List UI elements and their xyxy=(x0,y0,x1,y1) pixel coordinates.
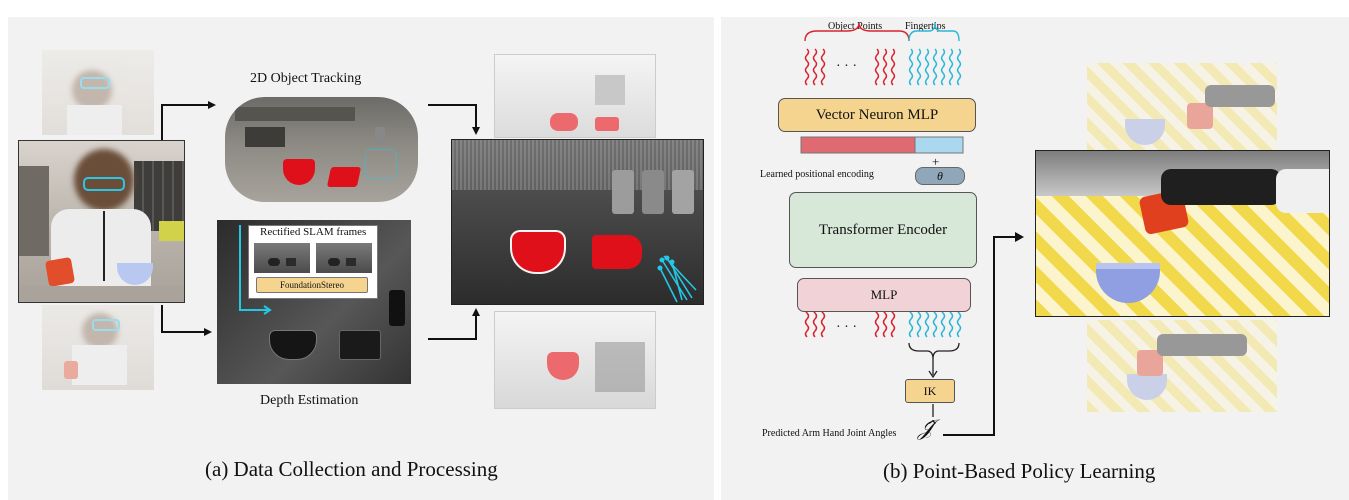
input-fingertip-token xyxy=(940,48,946,86)
fingertip-trajectory-main xyxy=(657,255,697,303)
robot-photo-top xyxy=(1087,63,1277,155)
vector-neuron-mlp-block: Vector Neuron MLP xyxy=(778,98,976,132)
input-object-point-token xyxy=(804,48,810,86)
input-object-point-token xyxy=(882,48,888,86)
foundation-stereo-label: FoundationStereo xyxy=(280,280,344,290)
human-demo-photo-main xyxy=(18,140,185,303)
input-object-point-token xyxy=(890,48,896,86)
input-fingertip-token xyxy=(956,48,962,86)
point-cloud-main xyxy=(451,139,704,305)
ik-block: IK xyxy=(905,379,955,403)
transformer-encoder-label: Transformer Encoder xyxy=(818,221,948,238)
object-tracking-image xyxy=(225,97,418,202)
slam-frame-left xyxy=(254,243,310,273)
foundation-stereo-box: FoundationStereo xyxy=(256,277,368,293)
panel-b-caption: (b) Point-Based Policy Learning xyxy=(883,459,1156,483)
object-tracking-label: 2D Object Tracking xyxy=(250,71,362,86)
transformer-encoder-block: Transformer Encoder xyxy=(789,192,977,268)
human-demo-photo-top xyxy=(42,50,154,135)
input-fingertip-token xyxy=(916,48,922,86)
fingertips-label: Fingertips xyxy=(905,21,946,32)
rectified-slam-label: Rectified SLAM frames xyxy=(260,226,367,238)
positional-encoding-label: Learned positional encoding xyxy=(760,169,874,180)
predicted-joint-angles-label: Predicted Arm Hand Joint Angles xyxy=(762,428,897,439)
vector-neuron-mlp-label: Vector Neuron MLP xyxy=(815,106,939,123)
positional-encoding-token: θ xyxy=(915,167,965,185)
theta-label: θ xyxy=(937,168,943,183)
point-cloud-bottom xyxy=(494,311,656,409)
input-tokens-diagram xyxy=(800,22,1024,436)
mlp-block: MLP xyxy=(797,278,971,312)
panel-a-caption: (a) Data Collection and Processing xyxy=(205,457,498,481)
input-fingertip-token xyxy=(908,48,914,86)
mlp-label: MLP xyxy=(870,287,898,302)
input-fingertip-token xyxy=(932,48,938,86)
panel-a-arrows xyxy=(161,101,480,340)
depth-estimation-label: Depth Estimation xyxy=(260,393,359,408)
ik-label: IK xyxy=(923,383,937,398)
robot-photo-bottom xyxy=(1087,320,1277,412)
input-fingertip-token xyxy=(948,48,954,86)
human-demo-photo-bottom xyxy=(42,305,154,390)
input-fingertip-token xyxy=(924,48,930,86)
joint-angles-symbol: 𝒥̂ xyxy=(918,415,934,440)
ellipsis-bottom: · · · xyxy=(836,320,857,335)
point-cloud-top xyxy=(494,54,656,138)
ellipsis-top: · · · xyxy=(836,59,857,74)
input-object-point-token xyxy=(820,48,826,86)
plus-symbol: + xyxy=(932,154,940,169)
slam-frame-right xyxy=(316,243,372,273)
robot-photo-main xyxy=(1035,150,1330,317)
input-object-point-token xyxy=(874,48,880,86)
object-points-label: Object Points xyxy=(828,21,883,32)
input-object-point-token xyxy=(812,48,818,86)
